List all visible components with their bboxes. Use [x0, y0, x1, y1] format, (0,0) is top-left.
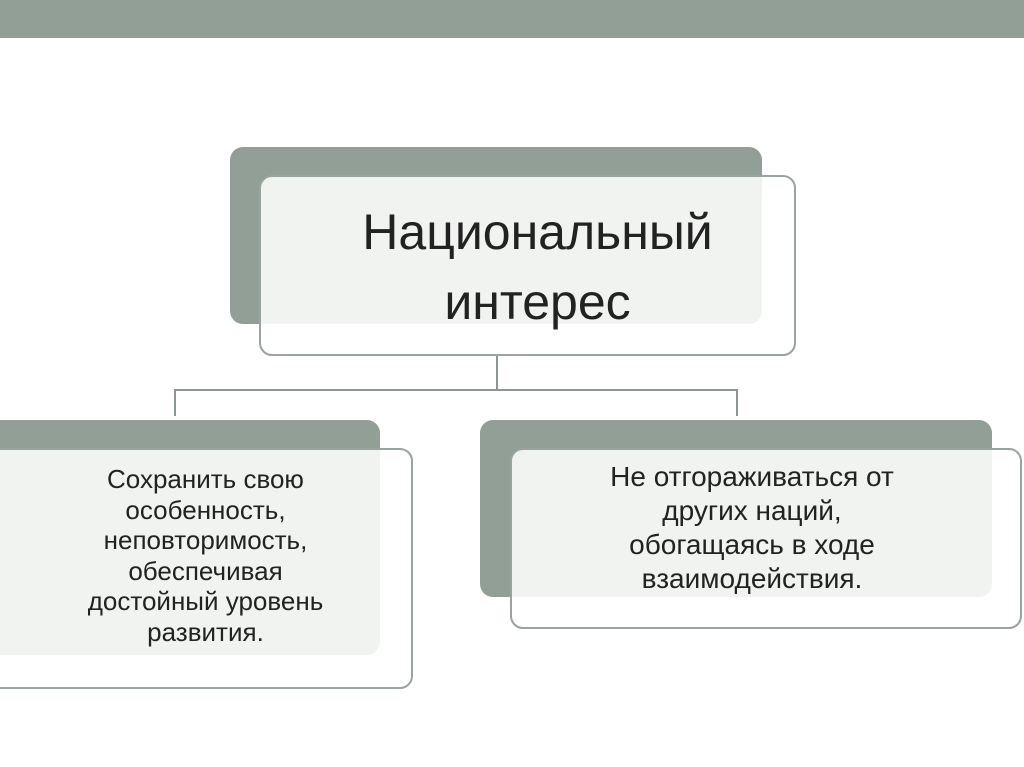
child-node-2: Не отгораживаться от других наций, обога… [510, 448, 1022, 629]
top-banner [0, 0, 1024, 38]
child-node-1-text: Сохранить свою особенность, неповторимос… [87, 464, 324, 647]
root-node-text: Национальный интерес [362, 204, 713, 330]
child-node-1: Сохранить свою особенность, неповторимос… [0, 448, 413, 689]
root-node: Национальный интерес [259, 175, 796, 356]
child-node-2-text: Не отгораживаться от других наций, обога… [610, 461, 894, 594]
connector-left [174, 389, 176, 416]
connector-vertical [496, 356, 498, 391]
connector-horizontal [174, 389, 738, 391]
connector-right [736, 389, 738, 416]
